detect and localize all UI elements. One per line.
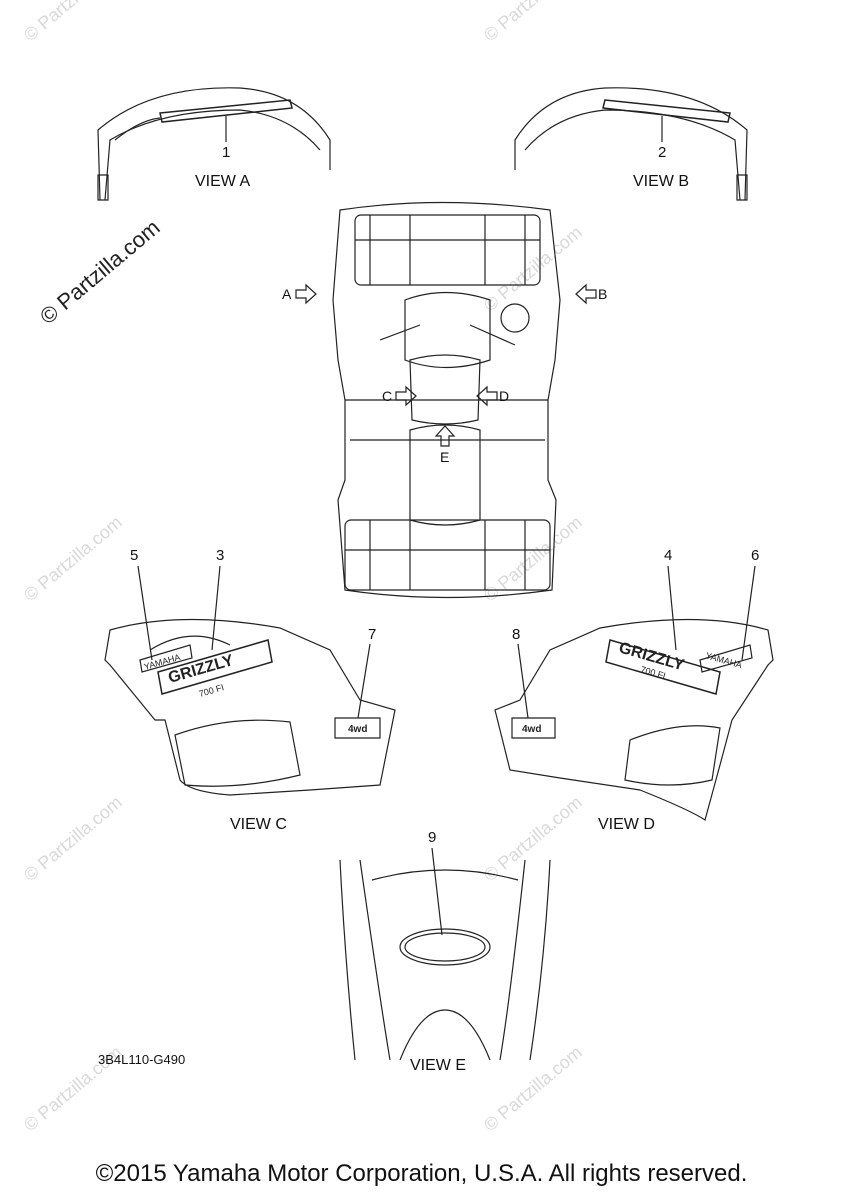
view-d-label: VIEW D xyxy=(598,816,655,833)
arrow-a-label: A xyxy=(282,286,292,302)
part-code: 3B4L110-G490 xyxy=(98,1052,186,1067)
arrow-e-label: E xyxy=(440,449,450,465)
callout-5: 5 xyxy=(130,547,139,564)
callout-6: 6 xyxy=(751,547,760,564)
view-b-fender xyxy=(514,87,748,201)
view-c-label: VIEW C xyxy=(230,816,287,833)
arrow-a-icon xyxy=(295,283,317,305)
decal-model-c: 700 FI xyxy=(198,682,225,699)
callout-3: 3 xyxy=(216,547,225,564)
callout-9: 9 xyxy=(428,829,437,846)
view-d-panel xyxy=(494,618,774,821)
arrow-b-icon xyxy=(575,283,597,305)
callout-2: 2 xyxy=(658,144,667,161)
view-c-panel xyxy=(104,618,396,796)
callout-1: 1 xyxy=(222,144,231,161)
view-a-fender xyxy=(97,87,331,201)
decal-badge-d: 4wd xyxy=(522,724,541,735)
view-e-label: VIEW E xyxy=(410,1057,467,1074)
callout-8: 8 xyxy=(512,626,521,643)
copyright-text: ©2015 Yamaha Motor Corporation, U.S.A. A… xyxy=(95,1160,748,1187)
view-e-tank xyxy=(339,859,551,1061)
atv-top-view xyxy=(332,201,561,599)
callout-4: 4 xyxy=(664,547,673,564)
callout-7: 7 xyxy=(368,626,377,643)
decal-badge-c: 4wd xyxy=(348,724,367,735)
arrow-d-icon xyxy=(476,385,498,407)
arrow-d-label: D xyxy=(499,388,510,404)
view-b-label: VIEW B xyxy=(633,173,690,190)
view-a-label: VIEW A xyxy=(195,173,251,190)
arrow-c-label: C xyxy=(382,388,393,404)
arrow-c-icon xyxy=(395,385,417,407)
arrow-b-label: B xyxy=(598,286,608,302)
arrow-e-icon xyxy=(434,425,456,447)
